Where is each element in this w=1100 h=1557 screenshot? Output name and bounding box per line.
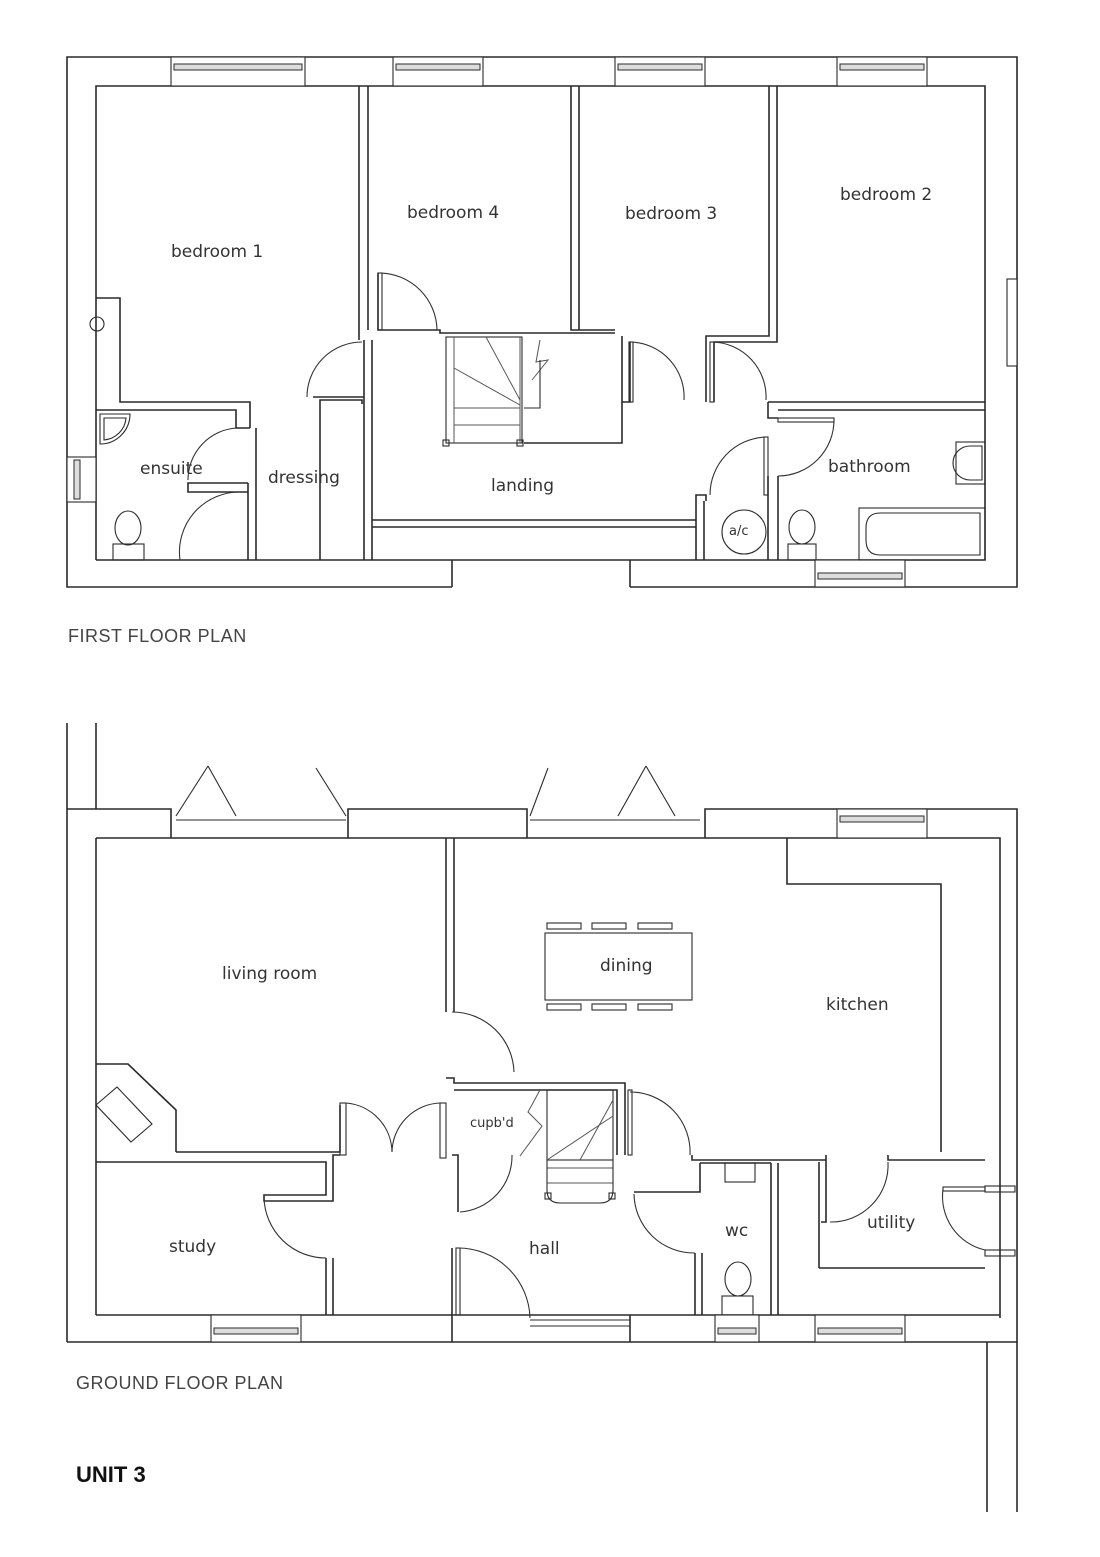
toilet-icon-bathroom bbox=[788, 509, 816, 545]
window-study bbox=[210, 1314, 302, 1343]
window-kitchen bbox=[836, 808, 928, 839]
room-label-ensuite: ensuite bbox=[140, 459, 203, 479]
kitchen-worktop bbox=[786, 838, 942, 1152]
unit-title: UNIT 3 bbox=[76, 1462, 146, 1487]
window-bedroom-2 bbox=[836, 56, 928, 87]
door-swing-bedroom-4 bbox=[379, 272, 438, 331]
room-label-bedroom-2: bedroom 2 bbox=[840, 185, 932, 205]
window-bedroom-4 bbox=[392, 56, 484, 87]
window-wc bbox=[714, 1314, 760, 1343]
toilet-icon bbox=[114, 510, 142, 546]
door-swing-bedroom-3 bbox=[630, 341, 685, 401]
first-floor-plan-title: FIRST FLOOR PLAN bbox=[68, 626, 247, 646]
room-label-wc: wc bbox=[725, 1221, 748, 1241]
room-label-utility: utility bbox=[867, 1213, 915, 1233]
door-swing-cupboard bbox=[459, 1154, 513, 1213]
door-swing-bedroom-2 bbox=[711, 341, 767, 401]
door-swing-ensuite-cupboard bbox=[178, 491, 241, 561]
room-label-kitchen: kitchen bbox=[826, 995, 889, 1015]
door-swing-bathroom bbox=[777, 419, 835, 477]
dining-table bbox=[544, 922, 693, 1011]
bath-icon bbox=[858, 507, 986, 561]
door-swing-study bbox=[263, 1197, 327, 1259]
door-swing-utility-external bbox=[941, 1188, 986, 1251]
room-label-bedroom-3: bedroom 3 bbox=[625, 204, 717, 224]
window-ensuite bbox=[66, 456, 97, 503]
basin-icon bbox=[955, 441, 986, 485]
room-label-hall: hall bbox=[529, 1239, 560, 1259]
door-swing-wc bbox=[633, 1193, 696, 1254]
window-bedroom-2-side bbox=[1006, 278, 1018, 367]
radiator-pipe-icon bbox=[89, 316, 105, 332]
room-label-dining: dining bbox=[600, 956, 653, 976]
door-swing-utility bbox=[829, 1161, 889, 1223]
room-label-airing-cupboard: a/c bbox=[729, 524, 749, 539]
room-label-landing: landing bbox=[491, 476, 554, 496]
door-swing-ensuite bbox=[187, 427, 237, 481]
room-label-bedroom-4: bedroom 4 bbox=[407, 203, 499, 223]
room-label-study: study bbox=[169, 1237, 216, 1257]
outer-wall bbox=[66, 56, 1018, 588]
staircase-first-floor bbox=[442, 336, 623, 447]
room-label-living-room: living room bbox=[222, 964, 317, 984]
break-line-icon-ground bbox=[519, 1089, 543, 1157]
window-bedroom-1 bbox=[170, 56, 306, 87]
window-utility bbox=[814, 1314, 906, 1343]
door-swing-dressing bbox=[306, 341, 363, 398]
toilet-icon-wc bbox=[724, 1261, 752, 1297]
fireplace-icon bbox=[95, 1063, 177, 1152]
first-floor-plan bbox=[66, 56, 1018, 588]
room-label-cupboard: cupb'd bbox=[470, 1116, 514, 1131]
window-bedroom-3 bbox=[614, 56, 706, 87]
ground-floor-plan bbox=[66, 723, 1018, 1512]
room-label-dressing: dressing bbox=[268, 468, 340, 488]
bifold-doors-living bbox=[175, 765, 347, 821]
room-label-bathroom: bathroom bbox=[828, 457, 911, 477]
room-label-bedroom-1: bedroom 1 bbox=[171, 242, 263, 262]
door-swing-living-2 bbox=[391, 1102, 441, 1153]
door-swing-front bbox=[457, 1247, 531, 1319]
door-swing-living-1 bbox=[345, 1102, 393, 1153]
shower-icon bbox=[99, 413, 131, 445]
ground-floor-plan-title: GROUND FLOOR PLAN bbox=[76, 1373, 284, 1393]
door-swing-hall-kitchen bbox=[629, 1091, 691, 1156]
window-bathroom bbox=[814, 559, 906, 588]
bifold-doors-dining bbox=[529, 765, 700, 821]
staircase-ground-floor bbox=[544, 1089, 616, 1204]
inner-wall bbox=[95, 85, 986, 561]
hot-water-cylinder-icon bbox=[721, 509, 767, 555]
basin-icon-wc bbox=[724, 1162, 756, 1183]
door-swing-living-dining bbox=[451, 1011, 515, 1073]
door-swing-airing-cupboard bbox=[709, 436, 766, 496]
